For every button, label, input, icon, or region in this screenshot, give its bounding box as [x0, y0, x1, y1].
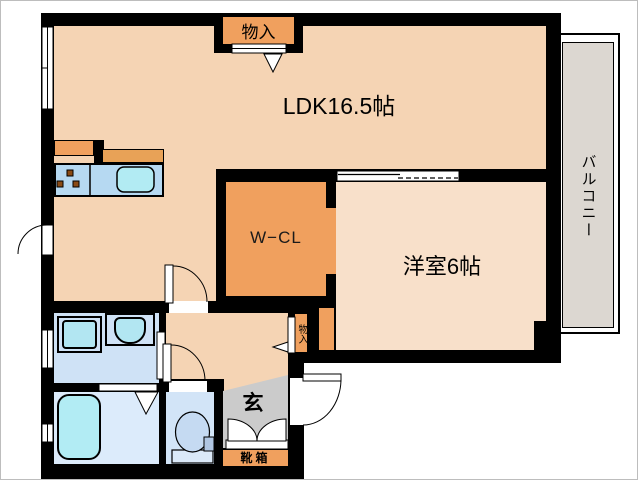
entrance-label: 玄 [242, 392, 264, 415]
storage-hall-label: 物入 [296, 324, 307, 344]
hall-storage-floor [295, 314, 307, 352]
kitchen-counter [54, 163, 164, 197]
corridor-floor [166, 313, 288, 379]
walk-in-closet-label: W−CL [250, 228, 302, 247]
walk-in-closet-opening [326, 208, 336, 274]
kitchen-refrigerator-space [54, 140, 94, 156]
western-room-label: 洋室6帖 [402, 254, 482, 279]
balcony-floor [562, 42, 614, 328]
walk-in-closet-floor [226, 182, 326, 296]
shoe-cabinet-label: 靴箱 [240, 450, 271, 465]
balcony-label: バルコニー [579, 154, 597, 239]
western-room-floor [336, 182, 546, 350]
kitchen-wall-stub [94, 140, 104, 164]
hall-storage-side [319, 308, 334, 350]
ldk-label: LDK16.5帖 [282, 93, 396, 119]
toilet-floor [166, 392, 214, 464]
bathtub [57, 394, 101, 460]
vanity-basin [114, 317, 146, 344]
corner-pillar [534, 321, 561, 363]
storage-top-label: 物入 [241, 23, 276, 42]
kitchen-counter-top-strip [102, 149, 164, 163]
storage-top-floor [223, 17, 294, 44]
washing-machine [62, 320, 97, 349]
